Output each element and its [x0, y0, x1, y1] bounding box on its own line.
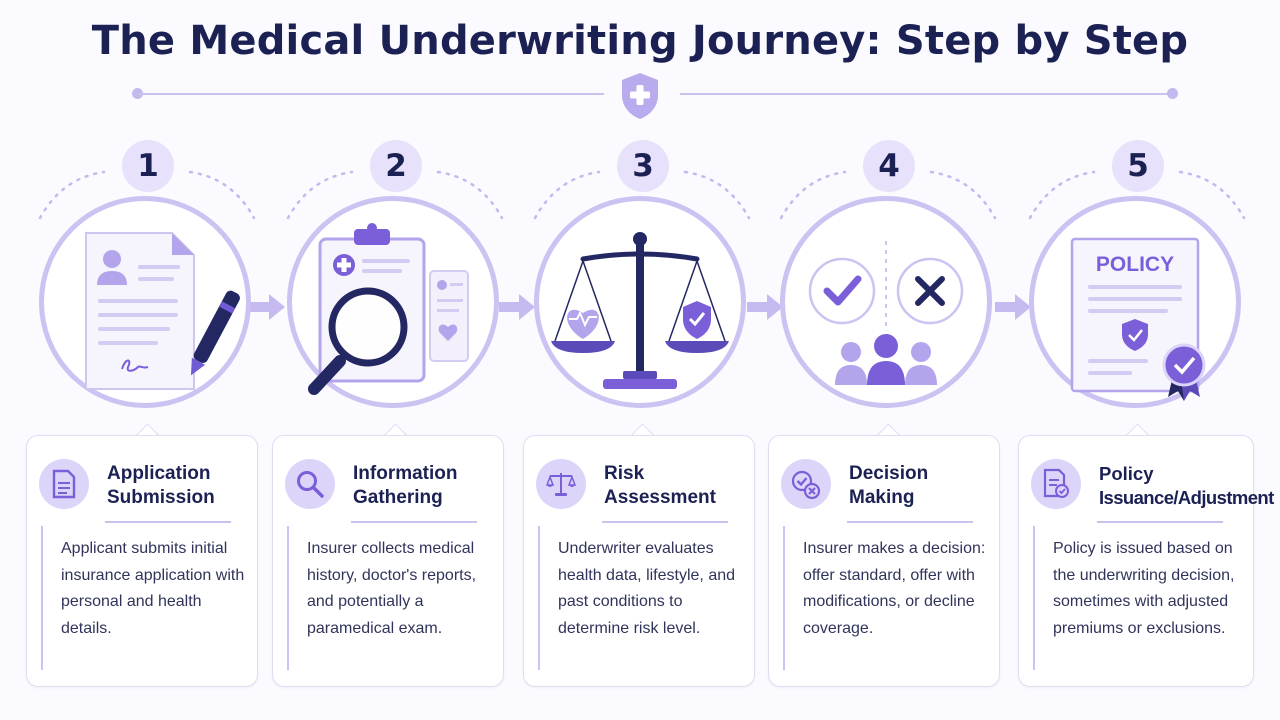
- check-cross-icon: [808, 241, 964, 385]
- step-illustration: [39, 196, 251, 408]
- policy-label: POLICY: [1096, 253, 1174, 276]
- step-2: 2 Information Gathering: [270, 0, 520, 720]
- dashed-arc-decoration: [779, 170, 997, 220]
- step-title: Policy Issuance/Adjustment: [1099, 463, 1274, 508]
- step-illustration: [287, 196, 499, 408]
- step-description: Applicant submits initial insurance appl…: [61, 540, 245, 637]
- step-number: 5: [1112, 140, 1164, 192]
- flow-arrow-icon: [499, 294, 535, 320]
- title-rule-left: [138, 93, 604, 95]
- search-icon: [285, 459, 335, 509]
- flow-arrow-icon: [747, 294, 783, 320]
- flow-arrow-icon: [995, 294, 1031, 320]
- policy-document-icon: POLICY: [1070, 237, 1206, 401]
- title-rule-dot: [1167, 88, 1178, 99]
- step-card: Policy Issuance/Adjustment Policy is iss…: [1018, 435, 1274, 687]
- step-5: 5 POLICY Policy Issuance/Adjustment: [1012, 0, 1274, 720]
- step-title: Application Submission: [107, 463, 215, 508]
- step-number: 2: [370, 140, 422, 192]
- dashed-arc-decoration: [286, 170, 504, 220]
- step-1: 1 Application Submission: [22, 0, 272, 720]
- step-3: 3 Risk Assessment Un: [517, 0, 767, 720]
- certificate-icon: [1031, 459, 1081, 509]
- step-title: Information Gathering: [353, 463, 458, 508]
- step-card: Risk Assessment Underwriter evaluates he…: [523, 435, 755, 687]
- dashed-arc-decoration: [38, 170, 256, 220]
- step-illustration: [780, 196, 992, 408]
- application-form-icon: [85, 232, 240, 390]
- step-illustration: POLICY: [1029, 196, 1241, 408]
- step-number: 4: [863, 140, 915, 192]
- step-title: Risk Assessment: [604, 463, 716, 508]
- step-description: Insurer makes a decision: offer standard…: [803, 540, 986, 637]
- step-description: Underwriter evaluates health data, lifes…: [558, 540, 736, 637]
- medical-shield-icon: [622, 73, 658, 119]
- page-title: The Medical Underwriting Journey: Step b…: [91, 18, 1189, 64]
- dashed-arc-decoration: [533, 170, 751, 220]
- magnifier-clipboard-icon: [308, 223, 469, 395]
- scale-icon: [536, 459, 586, 509]
- step-card: Information Gathering Insurer collects m…: [272, 435, 504, 687]
- title-rule-dot: [132, 88, 143, 99]
- document-icon: [39, 459, 89, 509]
- step-card: Application Submission Applicant submits…: [26, 435, 258, 687]
- flow-arrow-icon: [249, 294, 285, 320]
- title-rule-right: [680, 93, 1172, 95]
- step-number: 3: [617, 140, 669, 192]
- dashed-arc-decoration: [1028, 170, 1246, 220]
- step-card: Decision Making Insurer makes a decision…: [768, 435, 1000, 687]
- step-illustration: [534, 196, 746, 408]
- step-number: 1: [122, 140, 174, 192]
- balance-scale-icon: [551, 232, 729, 389]
- step-description: Policy is issued based on the underwriti…: [1053, 540, 1235, 637]
- decision-icon: [781, 459, 831, 509]
- step-4: 4 Decision Making Insurer makes a decisi…: [763, 0, 1013, 720]
- step-description: Insurer collects medical history, doctor…: [307, 540, 477, 637]
- step-title: Decision Making: [849, 463, 929, 508]
